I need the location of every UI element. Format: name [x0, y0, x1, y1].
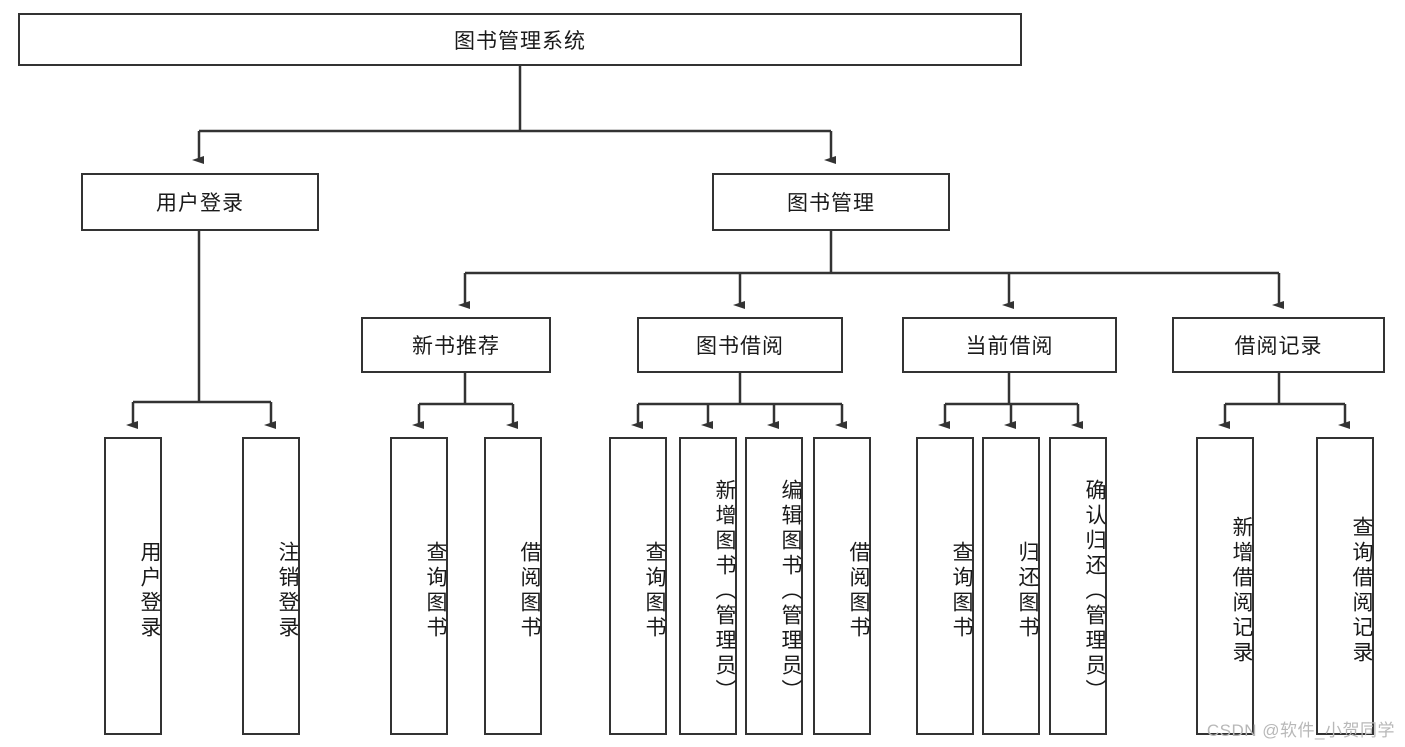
node-new-book-recommend[interactable]: 新书推荐: [361, 317, 551, 373]
node-label: 借阅图书: [847, 541, 870, 641]
node-label: 图书管理: [787, 192, 875, 215]
node-label: 注销登录: [276, 541, 299, 641]
node-label: 编辑图书（管理员）: [779, 478, 802, 704]
node-label: 归还图书: [1016, 541, 1039, 641]
node-book-management[interactable]: 图书管理: [712, 173, 950, 231]
leaf-borrow-borrow-book[interactable]: 借阅图书: [813, 437, 871, 735]
node-label: 查询图书: [950, 541, 973, 641]
leaf-record-add[interactable]: 新增借阅记录: [1196, 437, 1254, 735]
node-label: 用户登录: [138, 541, 161, 641]
node-label: 查询借阅记录: [1350, 516, 1373, 666]
node-label: 查询图书: [424, 541, 447, 641]
leaf-borrow-query-book[interactable]: 查询图书: [609, 437, 667, 735]
leaf-logout[interactable]: 注销登录: [242, 437, 300, 735]
node-label: 用户登录: [156, 192, 244, 215]
node-label: 确认归还（管理员）: [1083, 478, 1106, 704]
node-label: 新增借阅记录: [1230, 516, 1253, 666]
node-current-borrow[interactable]: 当前借阅: [902, 317, 1117, 373]
node-label: 图书借阅: [696, 335, 784, 358]
leaf-current-confirm-return[interactable]: 确认归还（管理员）: [1049, 437, 1107, 735]
node-borrow-record[interactable]: 借阅记录: [1172, 317, 1385, 373]
leaf-record-query[interactable]: 查询借阅记录: [1316, 437, 1374, 735]
leaf-user-login[interactable]: 用户登录: [104, 437, 162, 735]
node-user-login[interactable]: 用户登录: [81, 173, 319, 231]
leaf-newbook-borrow-book[interactable]: 借阅图书: [484, 437, 542, 735]
leaf-newbook-query-book[interactable]: 查询图书: [390, 437, 448, 735]
node-root-system[interactable]: 图书管理系统: [18, 13, 1022, 66]
leaf-borrow-edit-book[interactable]: 编辑图书（管理员）: [745, 437, 803, 735]
node-label: 新书推荐: [412, 335, 500, 358]
csdn-watermark: CSDN @软件_小贺同学: [1206, 721, 1395, 740]
leaf-current-query-book[interactable]: 查询图书: [916, 437, 974, 735]
leaf-current-return-book[interactable]: 归还图书: [982, 437, 1040, 735]
node-label: 当前借阅: [965, 335, 1054, 358]
node-label: 新增图书（管理员）: [713, 478, 736, 704]
node-label: 图书管理系统: [454, 29, 586, 53]
node-label: 查询图书: [643, 541, 666, 641]
node-label: 借阅图书: [518, 541, 541, 641]
leaf-borrow-add-book[interactable]: 新增图书（管理员）: [679, 437, 737, 735]
node-label: 借阅记录: [1234, 335, 1323, 358]
node-book-borrow[interactable]: 图书借阅: [637, 317, 843, 373]
